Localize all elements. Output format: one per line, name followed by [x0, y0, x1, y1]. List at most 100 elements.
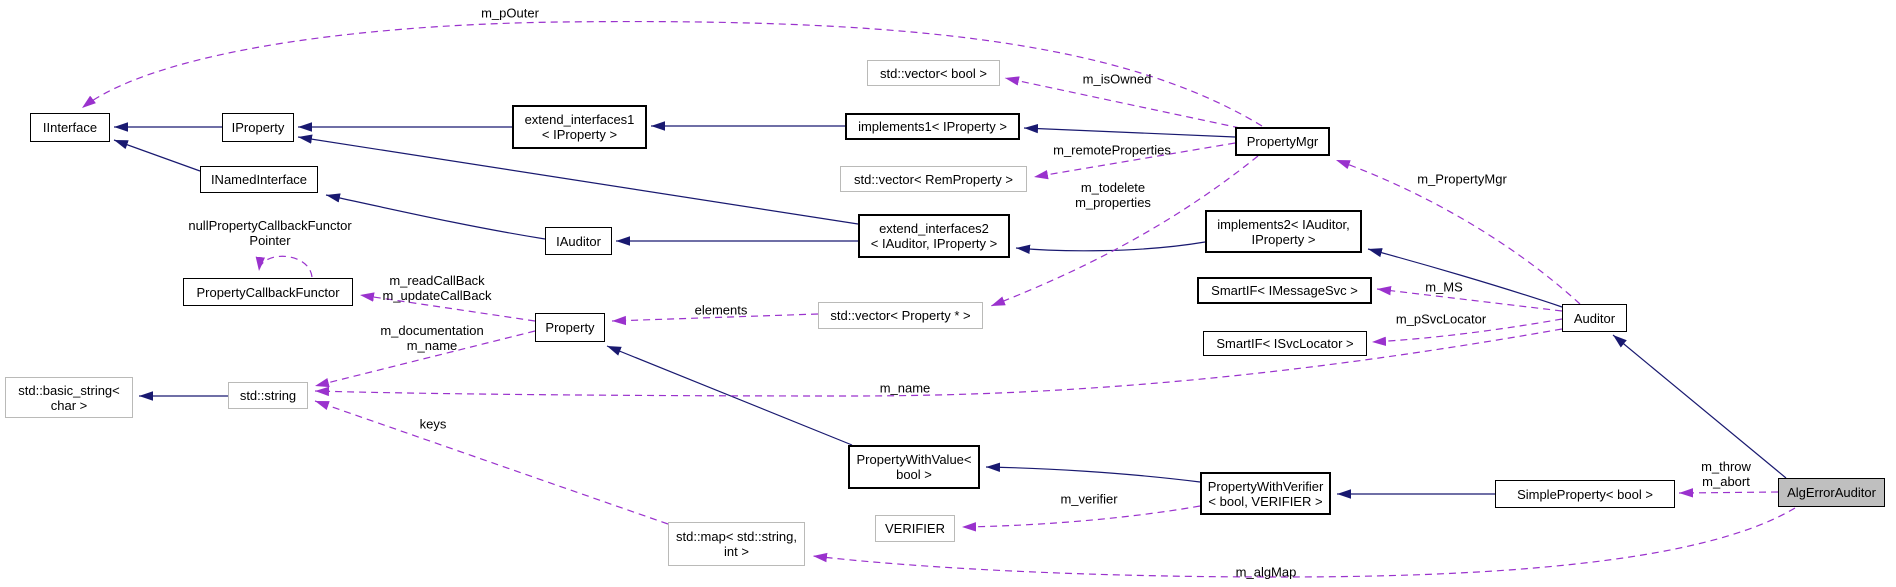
- node-label: Property: [545, 320, 595, 335]
- node-label: VERIFIER: [885, 521, 945, 536]
- edge-propertywithverifier-to-propertywithvalue: [985, 462, 1201, 483]
- node-implements1[interactable]: implements1< IProperty >: [845, 113, 1020, 140]
- edge-label-line: m_MS: [1425, 279, 1463, 295]
- node-label: IProperty: [231, 120, 285, 135]
- node-algerrorauditor: AlgErrorAuditor: [1778, 478, 1885, 507]
- edge-m-isowned: [1004, 76, 1241, 129]
- node-implements2[interactable]: implements2< IAuditor,IProperty >: [1205, 210, 1362, 253]
- node-label: char >: [50, 397, 88, 413]
- node-label: int >: [724, 544, 749, 559]
- edge-m-documentation-m-name: [314, 330, 536, 388]
- node-vector-property: std::vector< Property * >: [818, 302, 983, 329]
- edge-label-line: m_documentation: [380, 323, 484, 338]
- node-label: std::string: [239, 388, 297, 403]
- edge-label-m-algmap: m_algMap: [1236, 565, 1297, 580]
- node-smartif-isvclocator[interactable]: SmartIF< ISvcLocator >: [1203, 331, 1367, 356]
- node-extend-interfaces1[interactable]: extend_interfaces1< IProperty >: [512, 105, 647, 149]
- node-label: IProperty >: [1251, 231, 1316, 247]
- node-smartif-imessagesvc[interactable]: SmartIF< IMessageSvc >: [1197, 277, 1372, 304]
- edge-m-algmap: [812, 507, 1796, 578]
- node-label: INamedInterface: [210, 172, 308, 187]
- node-label: implements2< IAuditor,: [1217, 216, 1350, 232]
- node-property[interactable]: Property: [535, 313, 605, 342]
- edge-label-line: m_readCallBack: [389, 273, 485, 288]
- edge-label-line: m_pSvcLocator: [1395, 311, 1487, 327]
- edge-inamedinterface-to-iinterface: [113, 139, 201, 172]
- edge-m-todelete-m-properties: [990, 155, 1259, 307]
- node-label: extend_interfaces1: [524, 112, 635, 127]
- edge-label-line: m_todelete: [1080, 180, 1146, 195]
- node-simpleproperty[interactable]: SimpleProperty< bool >: [1495, 480, 1675, 508]
- node-label: SmartIF< IMessageSvc >: [1211, 283, 1358, 298]
- edge-label-line: Pointer: [249, 233, 291, 248]
- node-verifier: VERIFIER: [875, 515, 955, 542]
- edge-m-ms: [1376, 285, 1563, 312]
- node-label: Auditor: [1573, 310, 1616, 326]
- edge-auditor-to-implements2: [1367, 248, 1563, 308]
- edge-m-name-auditor: [314, 328, 1563, 397]
- edge-label-line: m_throw: [1701, 459, 1751, 474]
- edge-label-line: m_properties: [1075, 195, 1151, 210]
- edge-nullpropertycallbackfunctorpointer-selfloop: [255, 255, 313, 278]
- node-propertywithvalue[interactable]: PropertyWithValue<bool >: [848, 445, 980, 489]
- edge-iauditor-to-inamedinterface: [325, 193, 546, 240]
- edge-label-elements: elements: [695, 303, 748, 318]
- node-iinterface[interactable]: IInterface: [30, 113, 110, 142]
- node-label: std::vector< bool >: [880, 65, 987, 81]
- node-vector-bool: std::vector< bool >: [867, 60, 1000, 86]
- edge-label-keys: keys: [420, 417, 447, 432]
- edge-label-line: elements: [694, 302, 748, 318]
- edge-implements2-to-extendinterfaces2: [1015, 241, 1206, 254]
- node-iproperty[interactable]: IProperty: [222, 113, 294, 142]
- edge-m-readcallback: [359, 292, 536, 322]
- node-label: SimpleProperty< bool >: [1517, 486, 1653, 502]
- edge-label-m-verifier: m_verifier: [1060, 492, 1117, 507]
- edge-label-line: m_updateCallBack: [382, 288, 492, 303]
- node-extend-interfaces2[interactable]: extend_interfaces2< IAuditor, IProperty …: [858, 214, 1010, 258]
- edge-m-throw-m-abort: [1678, 488, 1779, 498]
- edge-propertywithvalue-to-property: [606, 345, 853, 446]
- edge-label-m-name-auditor: m_name: [880, 381, 931, 396]
- edge-label-line: keys: [419, 416, 447, 432]
- edge-label-m-remoteproperties: m_remoteProperties: [1053, 143, 1171, 158]
- node-auditor[interactable]: Auditor: [1562, 304, 1627, 332]
- node-iauditor[interactable]: IAuditor: [545, 227, 612, 255]
- node-inamedinterface[interactable]: INamedInterface: [200, 166, 318, 193]
- node-label: std::vector< Property * >: [830, 308, 971, 323]
- node-label: IInterface: [42, 120, 98, 135]
- edge-label-line: m_algMap: [1235, 564, 1297, 580]
- node-propertywithverifier[interactable]: PropertyWithVerifier< bool, VERIFIER >: [1200, 472, 1331, 515]
- node-label: bool >: [896, 467, 932, 482]
- edge-m-psvclocator: [1371, 318, 1563, 346]
- edge-m-verifier: [961, 505, 1201, 532]
- edge-label-line: m_isOwned: [1082, 71, 1152, 87]
- edge-label-m-pouter: m_pOuter: [481, 6, 539, 21]
- edge-m-propertymgr: [1335, 159, 1581, 305]
- edge-label-line: m_pOuter: [481, 5, 539, 21]
- node-label: extend_interfaces2: [879, 221, 989, 236]
- node-label: SmartIF< ISvcLocator >: [1216, 336, 1354, 351]
- node-label: std::basic_string<: [18, 382, 120, 398]
- node-label: < bool, VERIFIER >: [1208, 493, 1323, 509]
- edge-elements: [611, 313, 819, 326]
- node-label: std::map< std::string,: [675, 529, 798, 544]
- node-label: PropertyWithVerifier: [1207, 478, 1324, 494]
- node-propertymgr[interactable]: PropertyMgr: [1235, 127, 1330, 156]
- node-vector-remproperty: std::vector< RemProperty >: [840, 166, 1027, 192]
- edge-algerrorauditor-to-auditor: [1612, 334, 1787, 479]
- edge-label-line: m_name: [879, 380, 931, 396]
- node-basic-string: std::basic_string<char >: [5, 377, 133, 418]
- node-label: < IAuditor, IProperty >: [870, 236, 998, 251]
- node-label: implements1< IProperty >: [858, 119, 1007, 134]
- edge-label-m-psvclocator: m_pSvcLocator: [1396, 312, 1486, 327]
- edge-label-line: m_name: [406, 338, 458, 353]
- node-propertycallbackfunctor[interactable]: PropertyCallbackFunctor: [183, 278, 353, 306]
- edge-m-remoteproperties: [1033, 142, 1236, 180]
